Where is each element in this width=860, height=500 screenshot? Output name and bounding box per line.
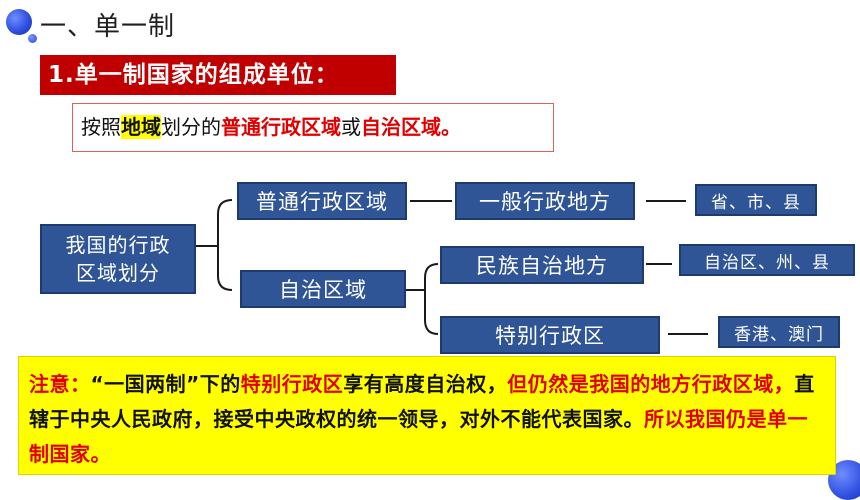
note-special-region: 特别行政区	[240, 372, 344, 396]
rule-ordinary-region: 普通行政区域	[221, 115, 341, 139]
branch-autonomous-region: 自治区域	[240, 270, 406, 308]
note-text-2: 享有高度自治权，	[343, 372, 508, 396]
leaf-region-prefecture-county: 自治区、州、县	[679, 244, 855, 276]
note-conclusion: 所以我国仍是单一制国家。	[29, 407, 808, 466]
rule-or: 或	[341, 115, 361, 139]
rule-middle: 划分的	[161, 115, 221, 139]
leaf-province-city-county: 省、市、县	[695, 184, 817, 216]
note-box: 注意：“一国两制”下的特别行政区享有高度自治权，但仍然是我国的地方行政区域，直辖…	[18, 356, 836, 475]
section-heading: 1.单一制国家的组成单位：	[40, 55, 396, 95]
root-node: 我国的行政 区域划分	[40, 224, 196, 294]
note-text-3: 直辖于中央人民政府，接受中央政权的统一领导，对外不能代表国家。	[29, 372, 815, 431]
note-text-1: “一国两制”下的	[90, 372, 241, 396]
branch-ordinary-region: 普通行政区域	[237, 182, 407, 220]
root-line-2: 区域划分	[76, 261, 160, 285]
rule-autonomous-region: 自治区域。	[361, 115, 461, 139]
sub-ethnic-autonomy: 民族自治地方	[440, 246, 644, 284]
sub-special-admin: 特别行政区	[440, 316, 660, 354]
rule-statement: 按照地域划分的普通行政区域或自治区域。	[72, 103, 554, 152]
diagram-connectors	[196, 199, 708, 335]
leaf-hongkong-macau: 香港、澳门	[718, 316, 840, 348]
page-title: 一、单一制	[40, 12, 176, 42]
decor-dot-small	[28, 34, 37, 43]
root-line-1: 我国的行政	[65, 233, 171, 257]
sub-general-admin: 一般行政地方	[455, 182, 635, 220]
rule-highlight: 地域	[121, 115, 161, 139]
rule-prefix: 按照	[81, 115, 121, 139]
note-local-region: 但仍然是我国的地方行政区域，	[507, 372, 795, 396]
decor-dot-large	[6, 9, 32, 35]
note-label: 注意：	[29, 372, 91, 396]
